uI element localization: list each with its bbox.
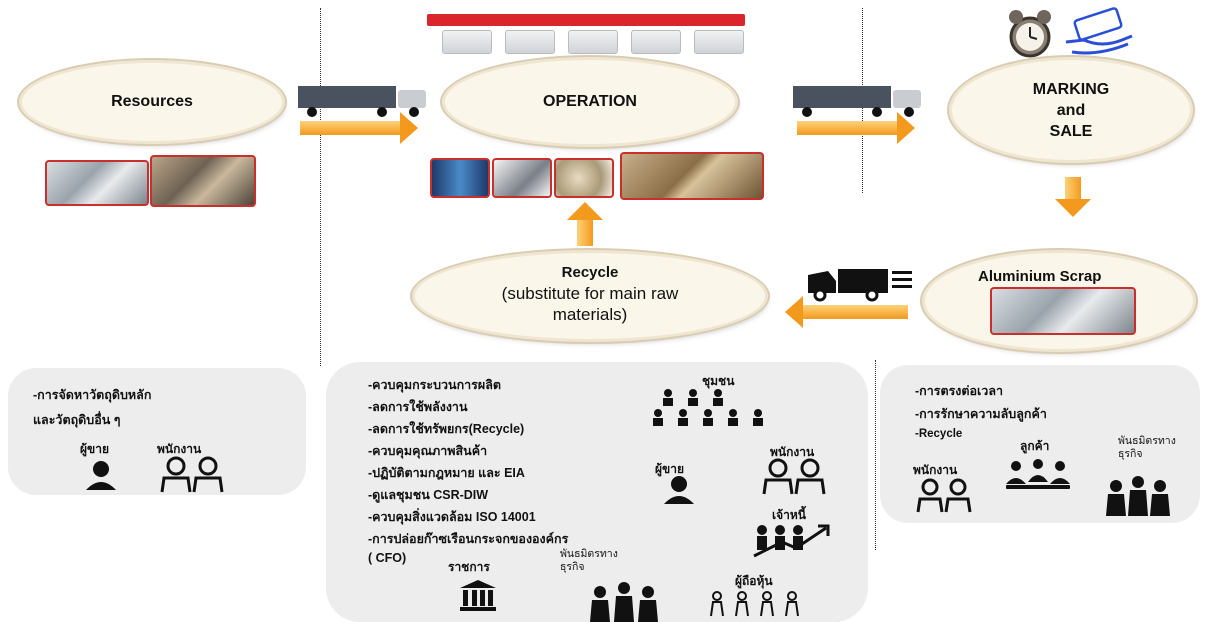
creditor-label: เจ้าหนี้ [772,508,806,522]
right-stakeholder-panel [880,365,1200,523]
marking-sale-node: MARKING and SALE [952,60,1190,160]
arrow-scrap-to-recycle [785,296,908,328]
arrow-recycle-to-operation [567,202,603,246]
government-label: ราชการ [448,560,490,574]
product-roll-photo [554,158,614,198]
process-step-rolling [631,30,681,54]
divider-left [320,8,321,366]
product-coil-photo [430,158,490,198]
raw-material-photo [150,155,256,207]
middle-line-8: -การปล่อยก๊าซเรือนกระจกขององค์กร [368,532,569,546]
middle-line-7: -ควบคุมสิ่งแวดล้อม ISO 14001 [368,510,536,524]
process-strip-header [427,14,745,26]
customers-icon [1006,459,1070,489]
product-sheet-photo [492,158,552,198]
scrap-photo [990,287,1136,335]
middle-line-1: -ควบคุมกระบวนการผลิต [368,378,501,392]
process-step-casting [568,30,618,54]
recycle-sub-1: (substitute for main raw [501,283,679,303]
middle-partners-label-2: ธุรกิจ [560,561,585,573]
middle-employees-icon [762,458,826,495]
employees-icon [160,456,224,493]
middle-partners-icon [590,582,658,622]
marking-label-1: MARKING [1032,80,1110,98]
aluminium-scrap-label: Aluminium Scrap [978,268,1102,285]
resources-label: Resources [111,93,193,110]
right-partners-label-1: พันธมิตรทาง [1118,435,1176,447]
middle-line-6: -ดูแลชุมชน CSR-DIW [368,488,489,502]
ingot-photo [45,160,149,206]
right-employees-icon [916,478,972,513]
process-step-melting [505,30,555,54]
right-partners-label: พันธมิตรทาง ธุรกิจ [1118,435,1176,461]
right-line-2: -การรักษาความลับลูกค้า [915,407,1047,421]
recycle-title: Recycle [561,263,619,281]
right-partners-label-2: ธุรกิจ [1118,448,1143,460]
government-icon [460,580,496,611]
seller-icon [86,461,116,490]
community-icon [653,389,763,426]
arrow-resources-to-operation [300,112,418,144]
delivery-truck-icon [808,269,912,302]
marking-label-3: SALE [1049,122,1093,140]
product-pallet-photo [620,152,764,200]
left-stakeholder-panel [8,368,306,495]
truck-icon-right [793,86,921,117]
arrow-sale-to-scrap [1055,177,1091,217]
recycle-node: Recycle (substitute for main raw materia… [415,253,765,339]
middle-seller-icon [664,476,694,504]
resources-node: Resources [22,63,282,141]
alarm-clock-icon [1009,10,1051,58]
right-employee-label: พนักงาน [913,463,958,477]
money-hand-icon [1065,7,1133,55]
divider-mid-lower [875,360,876,550]
middle-line-2: -ลดการใช้พลังงาน [368,400,468,414]
marking-label-2: and [1056,101,1086,119]
middle-employee-label: พนักงาน [770,445,815,459]
middle-stakeholder-panel [326,362,868,622]
middle-line-4: -ควบคุมคุณภาพสินค้า [368,444,488,458]
recycle-sub-2: materials) [552,304,628,324]
community-label: ชุมชน [702,374,735,388]
operation-label: OPERATION [543,93,637,110]
middle-line-5: -ปฏิบัติตามกฎหมาย และ EIA [368,466,525,480]
right-line-1: -การตรงต่อเวลา [915,384,1003,398]
left-employee-label: พนักงาน [157,442,202,456]
creditor-icon [753,524,830,558]
middle-line-9: ( CFO) [368,551,407,565]
arrow-operation-to-sale [797,112,915,144]
right-partners-icon [1106,476,1170,516]
middle-seller-label: ผู้ขาย [655,462,685,476]
middle-partners-label-1: พันธมิตรทาง [560,548,618,560]
left-panel-line-1: -การจัดหาวัตถุดิบหลัก [33,388,152,402]
right-customers-label: ลูกค้า [1020,439,1050,453]
right-line-3: -Recycle [915,428,963,440]
process-step-ingot [442,30,492,54]
process-step-annealing [694,30,744,54]
left-seller-label: ผู้ขาย [80,442,110,456]
operation-node: OPERATION [445,60,735,144]
shareholders-icon [710,591,799,617]
middle-line-3: -ลดการใช้ทรัพยกร(Recycle) [368,422,525,436]
left-panel-line-2: และวัตถุดิบอื่น ๆ [33,413,121,427]
middle-partners-label: พันธมิตรทาง ธุรกิจ [560,548,618,574]
shareholders-label: ผู้ถือหุ้น [735,574,773,588]
